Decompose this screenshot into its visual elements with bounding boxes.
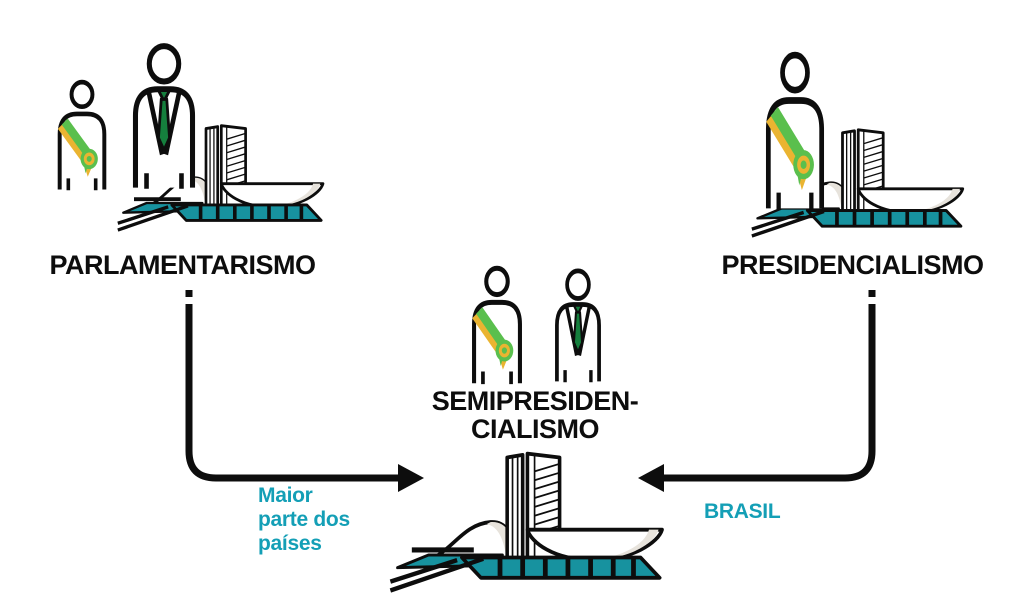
left-caption-line2: parte dos — [258, 508, 350, 531]
left-caption-line3: países — [258, 532, 322, 555]
arrow-left — [185, 290, 424, 492]
presidencialismo-label: PRESIDENCIALISMO — [721, 250, 984, 280]
semipresidencialismo-label-line2: CIALISMO — [471, 414, 600, 444]
arrow-right — [638, 290, 876, 492]
semipresidencialismo-label: SEMIPRESIDEN-CIALISMO — [400, 387, 670, 443]
left-caption-line1: Maior — [258, 484, 313, 507]
arrowhead-left-icon — [638, 464, 664, 492]
arrowhead-right-icon — [398, 464, 424, 492]
right-arrow-caption: BRASIL — [704, 500, 781, 523]
parlamentarismo-label: PARLAMENTARISMO — [49, 250, 316, 280]
semipresidencialismo-label-line1: SEMIPRESIDEN- — [431, 386, 639, 416]
